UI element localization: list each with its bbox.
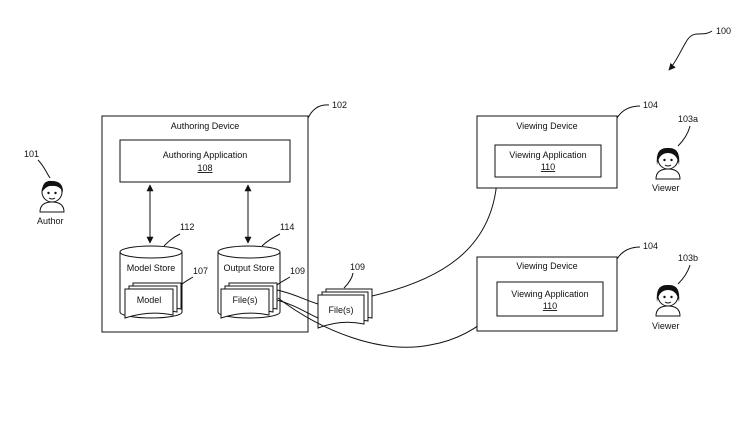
files-ref: 109 bbox=[350, 262, 365, 272]
viewing-device-ref-1: 104 bbox=[643, 100, 658, 110]
viewing-device-title-1: Viewing Device bbox=[516, 121, 577, 131]
authoring-application-box bbox=[119, 139, 291, 183]
viewer-ref-b: 103b bbox=[678, 253, 698, 263]
output-doc-ref-leader bbox=[276, 276, 291, 286]
authoring-application-ref: 108 bbox=[197, 163, 212, 173]
figure-ref-arrow bbox=[668, 30, 713, 71]
figure-ref: 100 bbox=[716, 26, 731, 36]
viewing-application-box-1 bbox=[494, 144, 602, 178]
output-doc-ref: 109 bbox=[290, 266, 305, 276]
authoring-application-title: Authoring Application bbox=[163, 150, 248, 160]
viewer-label-b: Viewer bbox=[652, 321, 679, 331]
viewer-label-a: Viewer bbox=[652, 183, 679, 193]
viewing-device-title-2: Viewing Device bbox=[516, 261, 577, 271]
author-label: Author bbox=[37, 216, 64, 226]
person-viewer-icon bbox=[655, 284, 681, 317]
model-store-title: Model Store bbox=[127, 263, 176, 273]
viewing-application-box-2 bbox=[496, 281, 604, 317]
model-doc-label: Model bbox=[137, 295, 162, 305]
output-to-files-line-2 bbox=[276, 299, 319, 319]
model-store-ref-leader bbox=[163, 233, 181, 247]
document-stack-icon bbox=[220, 282, 278, 319]
viewing-device-ref-2: 104 bbox=[643, 241, 658, 251]
document-stack-icon bbox=[124, 282, 182, 319]
viewer-ref-a: 103a bbox=[678, 114, 698, 124]
files-label: File(s) bbox=[329, 305, 354, 315]
model-doc-ref: 107 bbox=[193, 266, 208, 276]
author-ref-leader bbox=[37, 159, 51, 179]
model-doc-ref-leader bbox=[180, 276, 194, 286]
output-store-ref: 114 bbox=[280, 222, 294, 232]
viewer-ref-leader-a bbox=[677, 125, 691, 147]
viewer-ref-leader-b bbox=[677, 264, 691, 285]
viewing-application-ref-2: 110 bbox=[543, 301, 557, 311]
viewing-application-ref-1: 110 bbox=[541, 162, 555, 172]
author-ref: 101 bbox=[24, 149, 39, 159]
person-viewer-icon bbox=[655, 147, 681, 180]
output-store-title: Output Store bbox=[223, 263, 274, 273]
person-author-icon bbox=[39, 180, 65, 213]
viewing-application-title-1: Viewing Application bbox=[509, 150, 586, 160]
files-to-viewer-b-arrow bbox=[277, 297, 498, 348]
viewing-application-title-2: Viewing Application bbox=[511, 289, 588, 299]
viewing-device-ref-leader-1 bbox=[616, 105, 641, 119]
document-stack-icon bbox=[317, 288, 373, 329]
authoring-device-ref: 102 bbox=[332, 100, 347, 110]
files-ref-leader bbox=[343, 272, 354, 289]
model-store-ref: 112 bbox=[180, 222, 194, 232]
authoring-device-title: Authoring Device bbox=[171, 121, 240, 131]
files-to-viewer-a-arrow bbox=[371, 179, 501, 297]
output-store-ref-leader bbox=[261, 233, 281, 247]
output-to-files-line-1 bbox=[276, 289, 319, 305]
authoring-device-ref-leader bbox=[307, 104, 330, 119]
viewing-device-ref-leader-2 bbox=[616, 246, 641, 260]
output-doc-label: File(s) bbox=[233, 295, 258, 305]
